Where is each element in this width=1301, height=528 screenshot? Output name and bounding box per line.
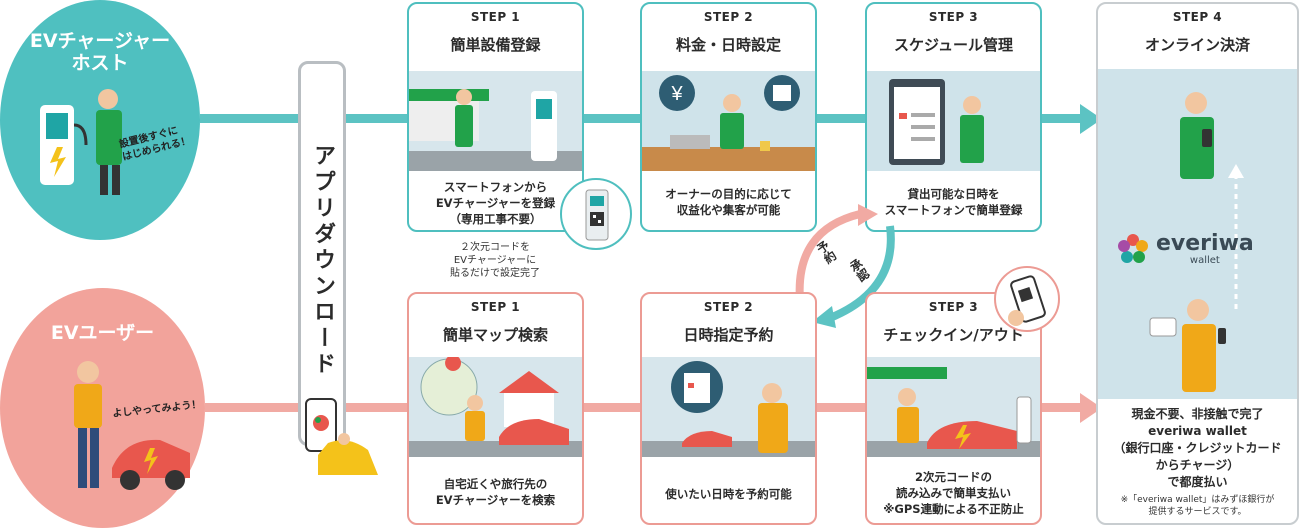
host-role-title: EVチャージャー ホスト <box>0 30 200 74</box>
host-step1-title: 簡単設備登録 <box>450 36 541 54</box>
user-step2-label: STEP 2 <box>703 300 754 314</box>
host-flow-line-4 <box>1040 114 1085 123</box>
user-step3-desc-line3: ※GPS連動による不正防止 <box>883 502 1024 516</box>
pricing-schedule-illustration: ¥ <box>642 71 815 171</box>
payment-flow-arrow <box>1228 164 1244 309</box>
step4-desc-line5: で都度払い <box>1167 475 1228 489</box>
user-flow-line-4 <box>1040 403 1085 412</box>
user-step2-title: 日時指定予約 <box>683 326 774 344</box>
host-flow-line-2 <box>582 114 642 123</box>
qr-scan-badge <box>994 266 1060 332</box>
step4-footnote-line1: ※「everiwa wallet」はみずほ銀行が <box>1120 495 1275 505</box>
step4-desc-line4: からチャージ） <box>1155 458 1240 472</box>
checkin-illustration <box>867 357 1040 457</box>
qr-code-icon <box>585 189 609 241</box>
host-step2-desc-line1: オーナーの目的に応じて <box>665 187 792 201</box>
phone-download-icon <box>305 398 378 475</box>
app-download-panel[interactable]: アプリダウンロード <box>298 61 346 446</box>
schedule-management-illustration <box>867 71 1040 171</box>
user-step1-label: STEP 1 <box>470 300 521 314</box>
user-step2-card: STEP 2 日時指定予約 使いたい日時を予約可能 <box>640 292 817 525</box>
everiwa-brand-sub: wallet <box>1189 254 1220 266</box>
host-step3-desc: 貸出可能な日時を スマートフォンで簡単登録 <box>867 186 1040 218</box>
step4-desc-line2: everiwa wallet <box>1148 424 1247 438</box>
host-step3-desc-line1: 貸出可能な日時を <box>907 187 1000 201</box>
user-step1-desc: 自宅近くや旅行先の EVチャージャーを検索 <box>409 476 582 508</box>
host-step2-label: STEP 2 <box>703 10 754 24</box>
qr-charger-badge <box>560 178 632 250</box>
ev-user-illustration <box>74 361 190 490</box>
user-flow-line-2 <box>582 403 642 412</box>
user-arrow-head <box>1080 393 1102 423</box>
host-step1-desc-line2: EVチャージャーを登録 <box>435 196 556 210</box>
qr-note-line3: 貼るだけで設定完了 <box>450 268 540 279</box>
everiwa-logo: everiwa wallet <box>1116 232 1254 266</box>
host-step3-title: スケジュール管理 <box>894 36 1013 54</box>
user-step1-title: 簡単マップ検索 <box>442 326 548 344</box>
map-search-illustration <box>409 357 582 457</box>
user-step3-label: STEP 3 <box>928 300 979 314</box>
host-payment-illustration <box>1180 92 1214 179</box>
host-step2-desc: オーナーの目的に応じて 収益化や集客が可能 <box>642 186 815 218</box>
host-step2-card: STEP 2 料金・日時設定 ¥ オーナーの目的に応じて 収益化や集客が可能 <box>640 2 817 232</box>
svg-text:¥: ¥ <box>670 83 683 105</box>
qr-note-line2: EVチャージャーに <box>453 255 537 266</box>
host-step2-desc-line2: 収益化や集客が可能 <box>676 203 781 217</box>
reservation-illustration <box>642 357 815 457</box>
user-step3-desc: 2次元コードの 読み込みで簡単支払い ※GPS連動による不正防止 <box>867 469 1040 517</box>
step4-card: STEP 4 オンライン決済 everiwa wallet 現金不要、非接触で完… <box>1096 2 1299 525</box>
host-step1-card: STEP 1 簡単設備登録 スマートフォンから EVチャージャーを登録 （専用工… <box>407 2 584 232</box>
step4-label: STEP 4 <box>1172 10 1223 24</box>
step4-footnote-line2: 提供するサービスです。 <box>1148 507 1247 517</box>
user-role-title: EVユーザー <box>50 322 155 344</box>
host-arrow-head <box>1080 104 1102 134</box>
host-step3-card: STEP 3 スケジュール管理 貸出可能な日時を スマートフォンで簡単登録 <box>865 2 1042 232</box>
user-step3-desc-line1: 2次元コードの <box>914 470 992 484</box>
user-step1-desc-line2: EVチャージャーを検索 <box>435 493 556 507</box>
step4-footnote: ※「everiwa wallet」はみずほ銀行が 提供するサービスです。 <box>1098 494 1297 518</box>
user-step2-desc-line1: 使いたい日時を予約可能 <box>665 487 792 501</box>
user-step3-card: STEP 3 チェックイン/アウト 2次元コードの 読み込みで簡単支払い ※GP… <box>865 292 1042 525</box>
host-title-line2: ホスト <box>71 52 129 74</box>
host-step1-desc-line3: （専用工事不要） <box>449 212 542 226</box>
user-role-circle: EVユーザー よしやってみよう！ <box>0 288 205 528</box>
user-step1-desc-line1: 自宅近くや旅行先の <box>443 477 548 491</box>
host-step3-desc-line2: スマートフォンで簡単登録 <box>884 203 1023 217</box>
charger-host-illustration <box>40 89 122 195</box>
user-step3-desc-line2: 読み込みで簡単支払い <box>896 486 1011 500</box>
reservation-approval-arc <box>795 204 895 328</box>
host-flow-line-3 <box>815 114 867 123</box>
everiwa-brand-name: everiwa <box>1156 230 1254 256</box>
qr-setup-note: ２次元コードを EVチャージャーに 貼るだけで設定完了 <box>430 241 560 280</box>
qr-note-line1: ２次元コードを <box>460 242 530 253</box>
step4-desc: 現金不要、非接触で完了 everiwa wallet （銀行口座・クレジットカー… <box>1098 406 1297 491</box>
step4-desc-line3: （銀行口座・クレジットカード <box>1113 441 1282 455</box>
host-role-circle: EVチャージャー ホスト 設置後すぐに はじめられる！ <box>0 0 200 240</box>
app-download-label: アプリダウンロード <box>310 144 335 378</box>
phone-scan-icon <box>1008 275 1046 326</box>
host-step1-desc-line1: スマートフォンから <box>443 180 548 194</box>
everiwa-flower-icon <box>1118 234 1148 263</box>
equipment-registration-illustration <box>409 71 582 171</box>
user-step1-card: STEP 1 簡単マップ検索 自宅近くや旅行先の EVチャージャーを検索 <box>407 292 584 525</box>
host-step1-label: STEP 1 <box>470 10 521 24</box>
user-flow-line-3 <box>815 403 867 412</box>
host-step1-desc: スマートフォンから EVチャージャーを登録 （専用工事不要） <box>409 179 582 227</box>
step4-title: オンライン決済 <box>1144 36 1250 54</box>
user-step2-desc: 使いたい日時を予約可能 <box>642 486 815 502</box>
host-step2-title: 料金・日時設定 <box>675 36 781 54</box>
user-payment-illustration <box>1149 299 1226 392</box>
step4-desc-line1: 現金不要、非接触で完了 <box>1131 407 1264 421</box>
host-step3-label: STEP 3 <box>928 10 979 24</box>
host-title-line1: EVチャージャー <box>29 30 171 52</box>
user-step3-title: チェックイン/アウト <box>883 326 1024 344</box>
